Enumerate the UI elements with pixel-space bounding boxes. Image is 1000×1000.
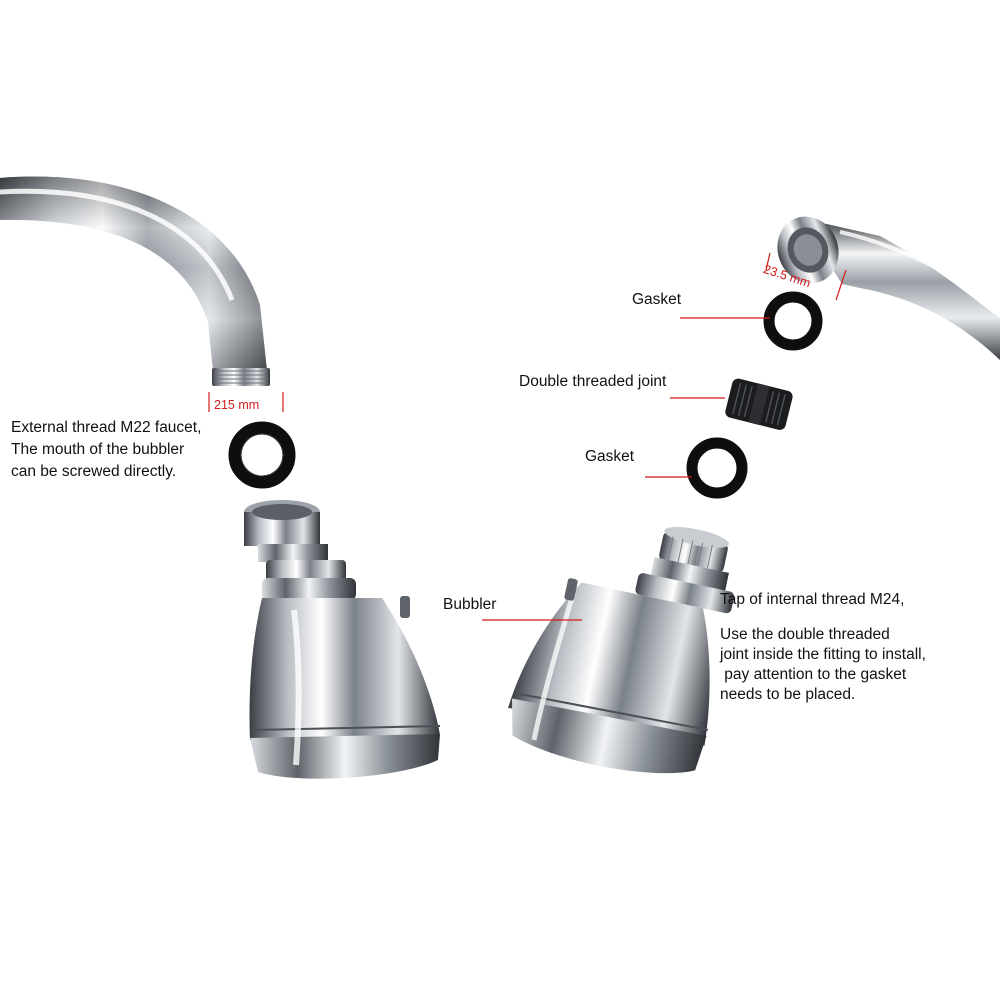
right-faucet-spout: [777, 216, 1000, 360]
install-note-line-2: joint inside the fitting to install,: [720, 646, 926, 663]
left-bubbler: [244, 500, 441, 779]
install-note-line-1: Use the double threaded: [720, 626, 890, 643]
right-dimension-marker: [765, 252, 847, 301]
tap-thread-label: Tap of internal thread M24,: [720, 591, 905, 608]
install-note-line-3: pay attention to the gasket: [720, 666, 907, 683]
right-bubbler: [508, 526, 735, 774]
double-threaded-joint-label: Double threaded joint: [519, 373, 667, 390]
left-dimension-label: 215 mm: [214, 398, 260, 412]
gasket-bottom-label: Gasket: [585, 448, 635, 465]
right-gasket-top: [763, 291, 823, 351]
bubbler-label: Bubbler: [443, 596, 497, 613]
left-note-line-2: The mouth of the bubbler: [11, 441, 185, 458]
leader-lines: [482, 317, 770, 621]
left-dimension-marker: [208, 392, 284, 412]
left-note-line-1: External thread M22 faucet,: [11, 419, 202, 436]
left-gasket: [228, 421, 296, 489]
left-note-line-3: can be screwed directly.: [11, 463, 177, 480]
gasket-top-label: Gasket: [632, 291, 682, 308]
double-threaded-joint: [725, 378, 793, 430]
right-gasket-bottom: [686, 437, 748, 499]
left-faucet-spout: [0, 176, 270, 386]
install-note-line-4: needs to be placed.: [720, 686, 856, 703]
